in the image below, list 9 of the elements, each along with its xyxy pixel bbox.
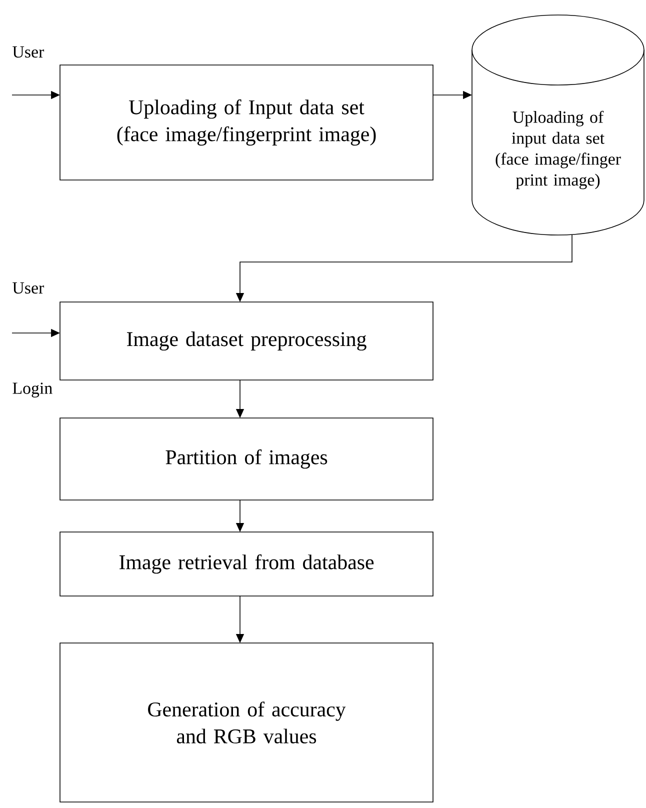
side-label: User <box>12 282 44 294</box>
side-label: User <box>12 46 44 58</box>
side-label: Login <box>12 382 52 398</box>
database-cylinder: Uploading of input data set (face image/finger print image) <box>472 14 644 236</box>
process-box: Uploading of Input data set (face image/fingerprint image) <box>60 64 434 180</box>
process-box: Image retrieval from database <box>60 532 434 596</box>
process-box: Generation of accuracy and RGB values <box>60 642 434 802</box>
process-box: Image dataset preprocessing <box>60 302 434 380</box>
process-box: Partition of images <box>60 418 434 500</box>
